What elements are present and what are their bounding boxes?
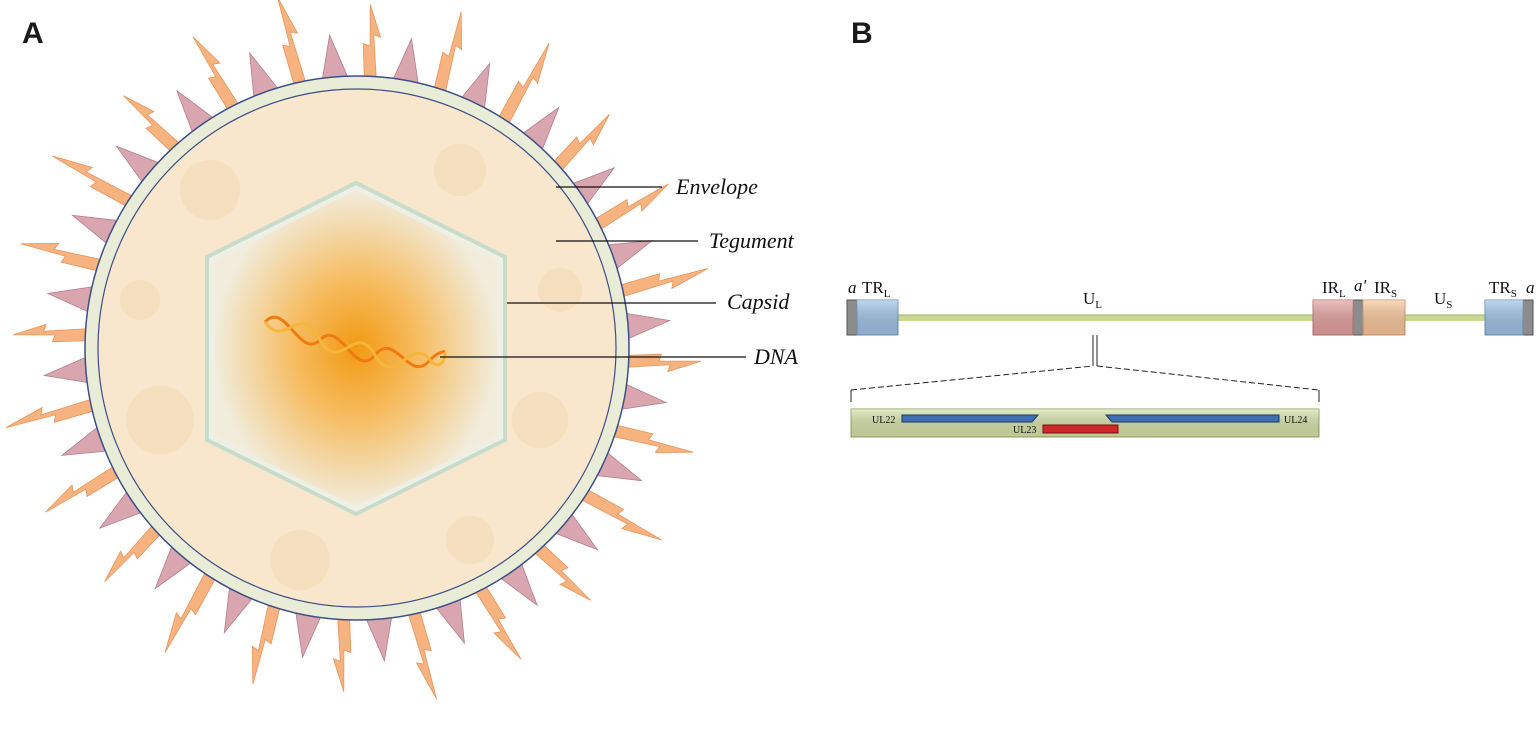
envelope-spike [5,397,97,428]
zoom-connector [850,335,1320,402]
envelope-spike [617,268,709,299]
envelope-spike [251,600,281,685]
panel-label-a: A [22,17,44,50]
envelope-spike [496,43,550,127]
label-dna: DNA [753,344,799,369]
label-irl: IRL [1322,278,1346,300]
envelope-spike [277,0,308,88]
label-trl: TRL [862,278,891,300]
label-a-right: a [1526,278,1535,297]
genome-map: a TRL UL IRL a' IRS US TRS a UL22 UL23 U… [846,276,1535,438]
label-a-left: a [848,278,857,297]
envelope-spike [433,11,463,96]
a-sequence-left [846,299,858,336]
envelope-glycoprotein [624,312,672,340]
dna-helix [263,315,447,369]
envelope-spike [123,95,183,154]
label-capsid: Capsid [727,289,790,314]
envelope-spike [164,569,218,653]
label-ul22: UL22 [872,415,895,426]
envelope-spike [13,323,91,343]
a-sequence-right [1522,299,1534,336]
envelope-spike [473,583,522,660]
envelope-spike [45,464,122,513]
virion-diagram: Envelope Tegument Capsid DNA [5,0,799,700]
gene-ul22-arrow [901,414,1040,423]
label-ul23: UL23 [1013,425,1036,436]
envelope-glycoprotein [321,33,349,81]
envelope-spike [578,487,662,541]
a-prime-sequence [1352,299,1364,336]
label-a-prime: a' [1354,276,1367,295]
tegument-texture [120,144,582,590]
envelope-spike [104,522,163,582]
panel-label-b: B [851,17,873,50]
envelope-spike [192,36,241,113]
envelope-glycoprotein [392,37,419,86]
label-irs: IRS [1374,278,1397,300]
envelope-spikes [5,0,709,700]
label-us: US [1434,289,1452,311]
envelope-spike [592,183,669,232]
label-tegument: Tegument [709,228,795,253]
capsid-core [214,190,498,507]
envelope-spike [609,424,694,454]
envelope-glycoprotein [295,610,322,659]
envelope-spike [20,242,105,272]
gene-ul24-arrow [1104,414,1280,423]
envelope-spike [551,114,610,174]
callout-lines [440,186,746,358]
label-envelope: Envelope [675,174,758,199]
envelope-spike [531,542,591,601]
box-shading [857,300,1523,335]
label-trs: TRS [1489,278,1517,300]
envelope-spike [362,4,382,82]
envelope-glycoprotein [619,383,668,410]
label-ul24: UL24 [1284,415,1307,426]
envelope-spike [623,353,701,373]
envelope-glycoprotein [42,356,90,384]
envelope-spike [332,614,352,692]
envelope-spike [52,155,136,209]
envelope-glycoprotein [46,286,95,313]
envelope-spike [406,608,437,700]
gene-ul23-bar [1042,424,1119,434]
label-ul: UL [1083,289,1102,311]
envelope-glycoprotein [365,615,393,663]
